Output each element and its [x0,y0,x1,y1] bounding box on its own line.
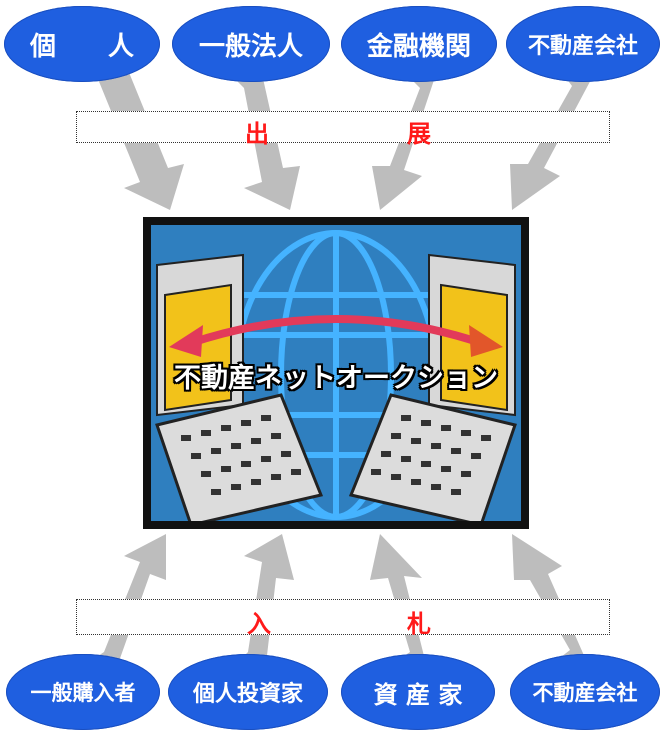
party-general-buyer-label: 一般購入者 [30,681,136,705]
party-real-estate-company-top: 不動産会社 [506,6,660,82]
party-individual-investor: 個人投資家 [168,654,328,730]
party-wealthy-individual-label: 資 産 家 [373,680,463,709]
party-wealthy-individual: 資 産 家 [341,654,495,730]
party-financial-institution: 金融機関 [341,6,497,82]
exhibit-band: 出 展 [76,111,610,148]
party-real-estate-company-bottom-label: 不動産会社 [532,681,638,705]
bid-band: 入 札 [76,599,610,638]
net-auction-illustration: 不動産ネットオークション [143,217,529,529]
party-corporation-label: 一般法人 [198,31,303,62]
party-individual: 個 人 [4,6,160,82]
exchange-arrow [169,315,503,357]
net-auction-title: 不動産ネットオークション [174,363,498,394]
exhibit-char-1: 出 [245,120,269,148]
party-real-estate-company-bottom: 不動産会社 [510,654,660,730]
bid-char-2: 札 [407,610,431,638]
party-general-buyer: 一般購入者 [6,654,160,730]
party-corporation: 一般法人 [172,6,330,82]
network-computers-illustration [155,230,517,521]
party-individual-investor-label: 個人投資家 [192,682,303,707]
party-real-estate-company-top-label: 不動産会社 [527,34,638,59]
left-computer [155,253,324,521]
exhibit-char-2: 展 [407,120,431,148]
party-individual-label: 個 人 [29,31,134,62]
bid-char-1: 入 [247,610,271,638]
party-financial-institution-label: 金融機関 [366,31,471,62]
